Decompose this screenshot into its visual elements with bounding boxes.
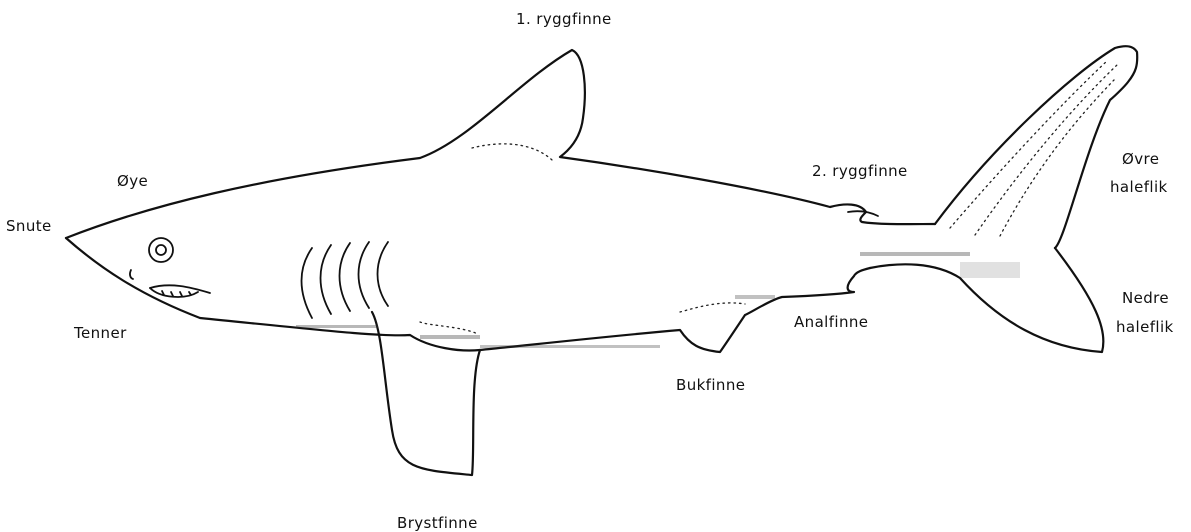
label-pectoral-fin: Brystfinne <box>397 514 478 532</box>
label-first-dorsal: 1. ryggfinne <box>516 10 612 28</box>
label-eye: Øye <box>117 172 148 190</box>
gill-slit-5 <box>378 242 389 306</box>
label-lower-lobe-2: haleflik <box>1116 318 1174 336</box>
label-upper-lobe-2: haleflik <box>1110 178 1168 196</box>
eye-pupil <box>156 245 166 255</box>
label-pelvic-fin: Bukfinne <box>676 376 745 394</box>
eye-icon <box>149 238 173 262</box>
pelvic-stipple <box>735 295 775 299</box>
gill-slit-1 <box>302 248 313 318</box>
label-anal-fin: Analfinne <box>794 313 868 331</box>
label-upper-lobe-1: Øvre <box>1122 150 1159 168</box>
pelvic-base-dots <box>680 303 745 312</box>
label-snout: Snute <box>6 217 52 235</box>
gill-slit-3 <box>340 243 351 311</box>
gill-slit-4 <box>359 242 370 308</box>
first-dorsal-base-dots <box>472 144 552 160</box>
label-teeth: Tenner <box>73 324 127 342</box>
label-second-dorsal: 2. ryggfinne <box>812 162 908 180</box>
label-lower-lobe-1: Nedre <box>1122 289 1169 307</box>
pectoral-base-dots <box>420 322 478 334</box>
caudal-ray-1 <box>950 60 1108 228</box>
nostril <box>130 270 133 279</box>
upper-caudal-lobe-outline <box>935 46 1137 248</box>
gill-slit-2 <box>321 245 332 314</box>
caudal-ray-3 <box>1000 80 1114 236</box>
